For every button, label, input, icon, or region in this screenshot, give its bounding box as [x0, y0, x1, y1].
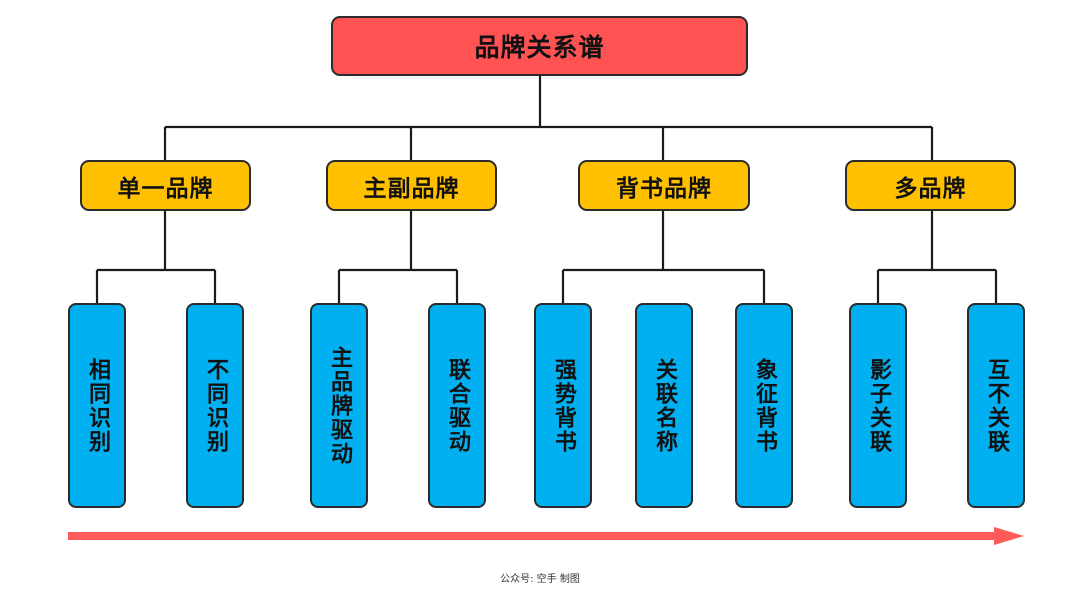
leaf-label: 互不关联 — [984, 357, 1009, 454]
category-node-multi-brand: 多品牌 — [845, 160, 1016, 211]
category-label: 主副品牌 — [363, 175, 460, 202]
leaf-label: 不同识别 — [203, 357, 228, 454]
category-label: 多品牌 — [894, 175, 967, 202]
category-label: 背书品牌 — [616, 175, 712, 202]
spectrum-arrow-shaft — [68, 532, 998, 540]
category-label: 单一品牌 — [117, 175, 214, 202]
leaf-label: 影子关联 — [866, 357, 891, 454]
category-node-endorsed-brand: 背书品牌 — [578, 160, 750, 211]
leaf-label: 联合驱动 — [445, 357, 470, 454]
leaf-label: 关联名称 — [652, 357, 677, 454]
leaf-node: 关联名称 — [635, 303, 693, 508]
leaf-label: 主品牌驱动 — [327, 345, 352, 466]
leaf-label: 象征背书 — [752, 357, 777, 454]
leaf-node: 不同识别 — [186, 303, 244, 508]
root-node: 品牌关系谱 — [331, 16, 748, 76]
leaf-node: 象征背书 — [735, 303, 793, 508]
category-node-sub-brand: 主副品牌 — [326, 160, 497, 211]
leaf-node: 主品牌驱动 — [310, 303, 368, 508]
root-label: 品牌关系谱 — [474, 33, 605, 62]
leaf-node: 影子关联 — [849, 303, 907, 508]
leaf-node: 强势背书 — [534, 303, 592, 508]
leaf-label: 强势背书 — [551, 357, 576, 454]
leaf-node: 互不关联 — [967, 303, 1025, 508]
leaf-node: 联合驱动 — [428, 303, 486, 508]
watermark-text: 公众号: 空手 制图 — [500, 574, 580, 585]
spectrum-arrow-head — [994, 527, 1024, 545]
leaf-node: 相同识别 — [68, 303, 126, 508]
leaf-label: 相同识别 — [85, 357, 110, 454]
category-node-single-brand: 单一品牌 — [80, 160, 251, 211]
